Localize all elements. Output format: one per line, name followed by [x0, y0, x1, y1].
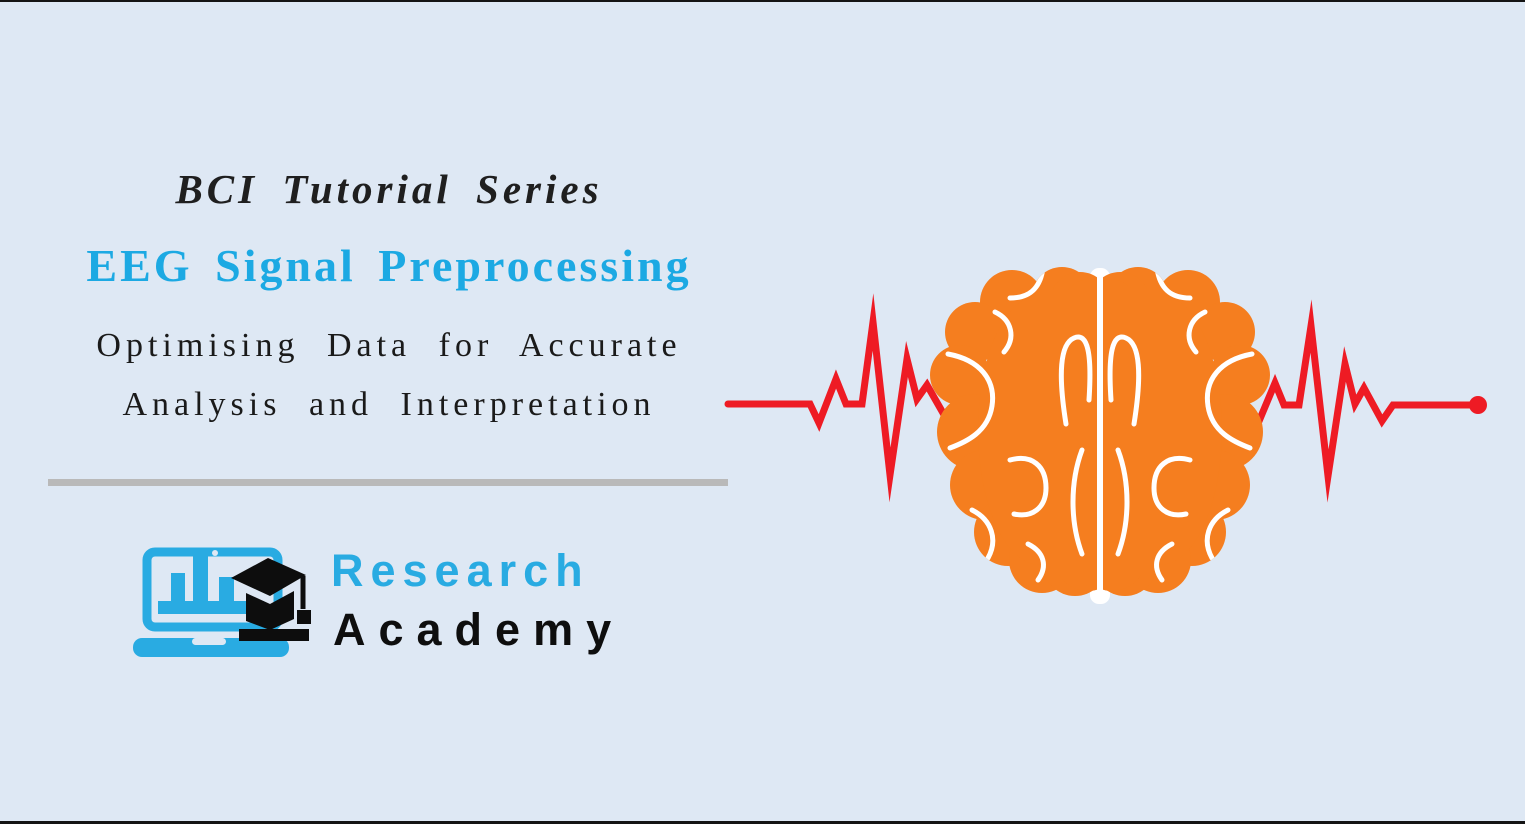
page-title: EEG Signal Preprocessing [86, 240, 692, 291]
subtitle-line-1: Optimising Data for Accurate [96, 327, 682, 364]
red-eeg-pulse-waveform-icon [724, 293, 1482, 503]
subtitle-line-2: Analysis and Interpretation [122, 386, 656, 423]
brand-name-academy: Academy [333, 604, 625, 655]
horizontal-divider [48, 479, 728, 486]
subtitle: Optimising Data for Accurate Analysis an… [48, 316, 730, 434]
series-title: BCI Tutorial Series [175, 166, 603, 212]
brand-name-research: Research [331, 545, 590, 596]
orange-brain-top-view-icon [930, 267, 1097, 596]
laptop-chart-graduation-cap-icon [133, 547, 311, 657]
